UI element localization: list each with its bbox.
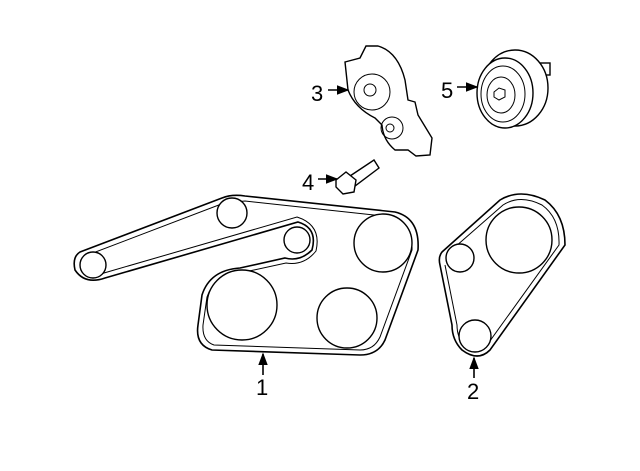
pulley xyxy=(79,251,107,279)
pulley xyxy=(206,269,278,341)
callout-2: 2 xyxy=(467,356,479,404)
pulley xyxy=(458,319,492,353)
serpentine-belt[interactable] xyxy=(73,194,419,356)
belt-tensioner[interactable] xyxy=(344,45,433,157)
callout-5: 5 xyxy=(441,78,479,103)
svg-text:4: 4 xyxy=(302,170,314,195)
pulley xyxy=(445,243,475,273)
pulley xyxy=(485,206,553,274)
idler-pulley[interactable] xyxy=(476,49,551,129)
callout-3: 3 xyxy=(311,81,350,106)
svg-text:2: 2 xyxy=(467,379,479,404)
callout-4: 4 xyxy=(302,170,339,195)
secondary-belt[interactable] xyxy=(438,193,566,357)
pulley xyxy=(283,226,311,254)
svg-text:5: 5 xyxy=(441,78,453,103)
tensioner-bolt[interactable] xyxy=(335,159,380,195)
svg-text:3: 3 xyxy=(311,81,323,106)
pulley xyxy=(353,213,413,273)
pulley xyxy=(216,197,248,229)
callout-1: 1 xyxy=(256,352,268,400)
pulley xyxy=(316,287,378,349)
svg-text:1: 1 xyxy=(256,375,268,400)
